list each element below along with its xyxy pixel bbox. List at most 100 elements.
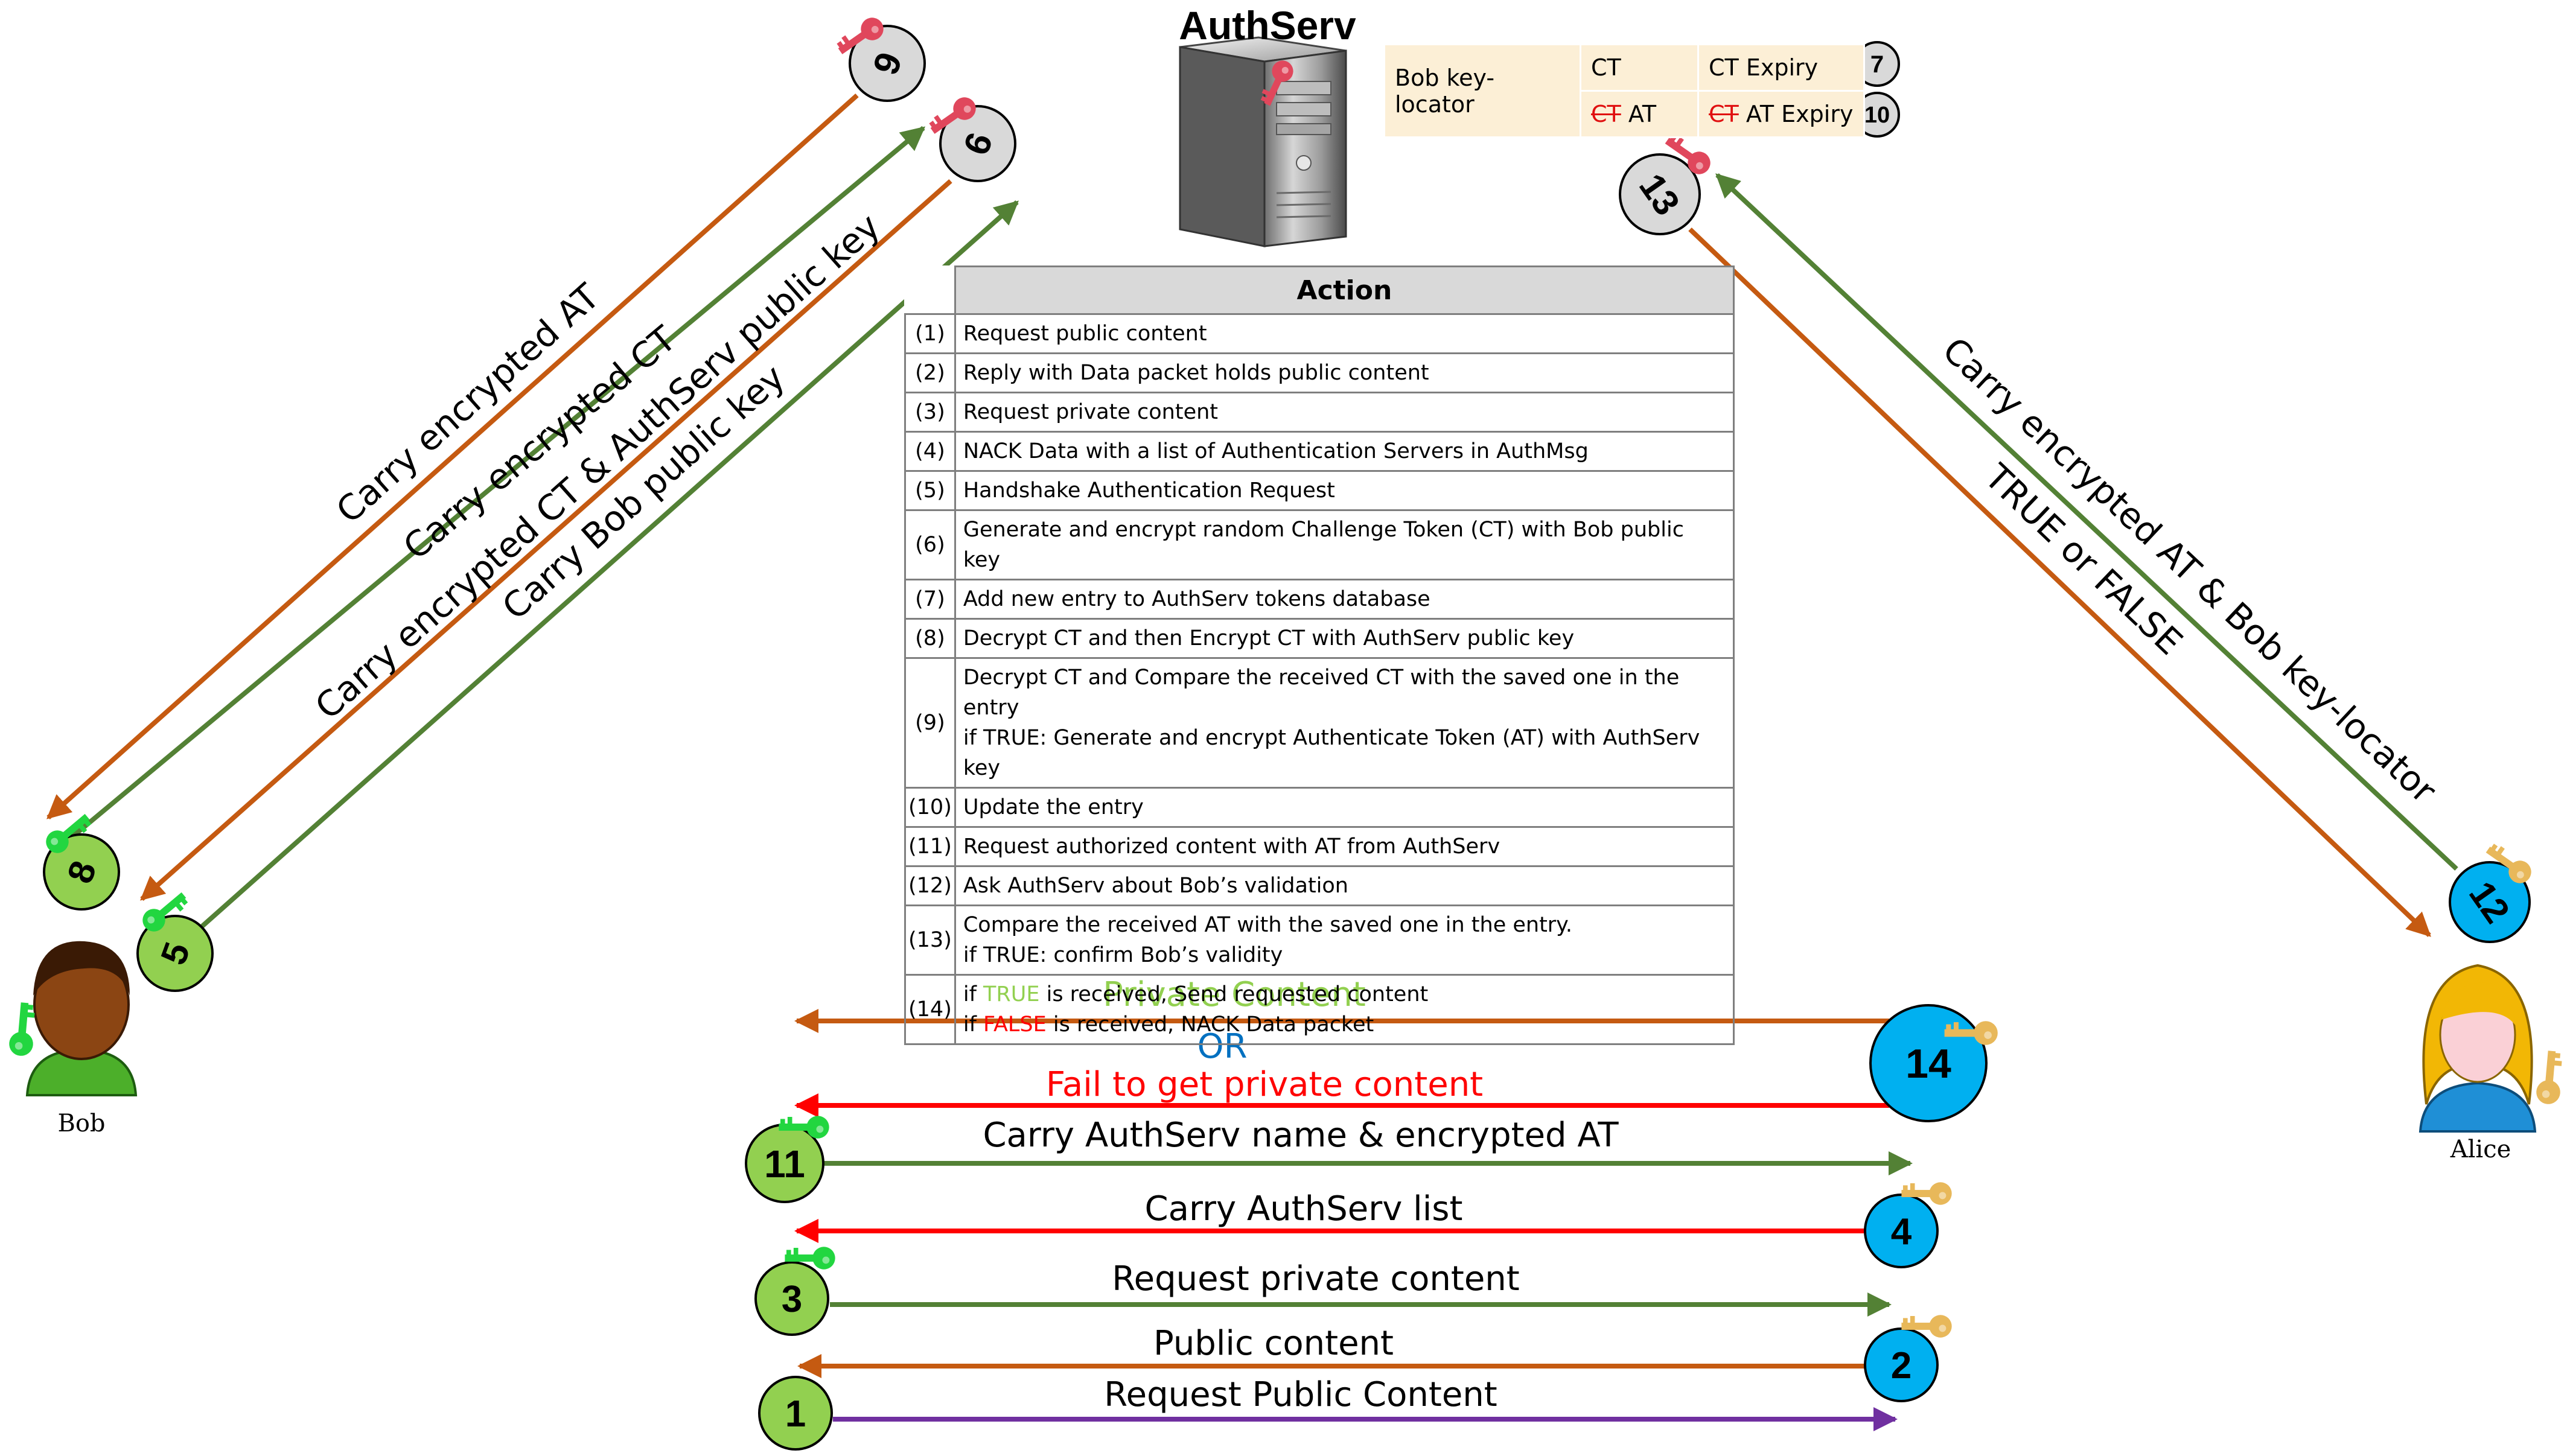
action-header: Action — [954, 265, 1735, 315]
action-text2-b: is received, NACK Data packet — [1046, 1013, 1374, 1037]
action-number: (9) — [904, 657, 956, 789]
step-9: 9 — [834, 13, 926, 102]
action-number: (5) — [904, 470, 956, 511]
action-row-11: (11)Request authorized content with AT f… — [904, 826, 1735, 867]
action-number: (2) — [904, 352, 956, 393]
action-text-line2: if TRUE: confirm Bob’s validity — [963, 943, 1283, 967]
action-text-line1: Compare the received AT with the saved o… — [963, 913, 1573, 937]
action-row-8: (8)Decrypt CT and then Encrypt CT with A… — [904, 618, 1735, 659]
action-row-9: (9)Decrypt CT and Compare the received C… — [904, 657, 1735, 789]
action-number: (12) — [904, 865, 956, 906]
action-number: (10) — [904, 787, 956, 828]
label-carry-authserv-name: Carry AuthServ name & encrypted AT — [983, 1116, 1619, 1155]
alice-label: Alice — [2450, 1136, 2511, 1163]
action-row-14: (14) if TRUE is received, Send requested… — [904, 974, 1735, 1045]
action-text: Request private content — [954, 392, 1735, 433]
db-at-expiry-text: AT Expiry — [1746, 101, 1854, 127]
db-ct-struck: CT — [1591, 101, 1621, 127]
action-text: Request authorized content with AT from … — [954, 826, 1735, 867]
step-4: 4 — [1864, 1182, 1952, 1268]
step-13: 13 — [1619, 131, 1715, 235]
label-request-public: Request Public Content — [1104, 1375, 1497, 1414]
db-at: CT AT — [1580, 90, 1699, 138]
key-icon — [8, 1002, 37, 1057]
action-row-4: (4)NACK Data with a list of Authenticati… — [904, 431, 1735, 472]
action-text: Compare the received AT with the saved o… — [954, 904, 1735, 976]
action-text-b: is received, Send requested content — [1039, 982, 1429, 1006]
authserv-title: AuthServ — [1179, 3, 1356, 48]
action-number: (11) — [904, 826, 956, 867]
action-text: Decrypt CT and Compare the received CT w… — [954, 657, 1735, 789]
db-ct-expiry: CT Expiry — [1697, 43, 1865, 92]
action-text: if TRUE is received, Send requested cont… — [954, 974, 1735, 1045]
label-request-private: Request private content — [1112, 1259, 1519, 1299]
action-text: Generate and encrypt random Challenge To… — [954, 509, 1735, 580]
action-row-3: (3)Request private content — [904, 392, 1735, 433]
action-text-line1: if TRUE is received, Send requested cont… — [963, 979, 1726, 1009]
db-ct-struck-2: CT — [1709, 101, 1739, 127]
db-key-locator: Bob key-locator — [1383, 43, 1581, 138]
step-3: 3 — [754, 1247, 835, 1336]
action-text: NACK Data with a list of Authentication … — [954, 431, 1735, 472]
action-text: Handshake Authentication Request — [954, 470, 1735, 511]
svg-text:10: 10 — [1864, 103, 1890, 128]
arrow-step-6 — [140, 179, 952, 901]
action-text-line1: Decrypt CT and Compare the received CT w… — [963, 666, 1680, 720]
arrow-step-8 — [65, 126, 926, 844]
action-text: Ask AuthServ about Bob’s validation — [954, 865, 1735, 906]
bob-label: Bob — [57, 1110, 105, 1137]
action-number: (14) — [904, 974, 956, 1045]
action-header-blank — [904, 265, 956, 315]
step-14: 14 — [1869, 1004, 1998, 1122]
label-carry-authserv-list: Carry AuthServ list — [1145, 1189, 1463, 1229]
action-number: (8) — [904, 618, 956, 659]
key-icon — [2535, 1050, 2564, 1105]
arrow-step-13 — [1688, 227, 2431, 937]
bob-avatar — [8, 941, 138, 1096]
step-11: 11 — [745, 1116, 829, 1203]
label-public-content: Public content — [1153, 1324, 1394, 1363]
action-text: Add new entry to AuthServ tokens databas… — [954, 579, 1735, 620]
action-number: (3) — [904, 392, 956, 433]
step-7: 7 — [1854, 41, 1900, 87]
action-row-10: (10)Update the entry — [904, 787, 1735, 828]
arrow-step-12 — [1715, 173, 2458, 871]
step-10: 10 — [1854, 92, 1900, 138]
alice-avatar — [2419, 964, 2564, 1133]
svg-text:14: 14 — [1905, 1041, 1951, 1087]
step-2: 2 — [1864, 1315, 1952, 1402]
step-5: 5 — [136, 886, 214, 992]
label-carry-at-keylocator: Carry encrypted AT & Bob key-locator — [1934, 329, 2444, 812]
step-6: 6 — [926, 92, 1016, 182]
false-word: FALSE — [983, 1013, 1047, 1037]
action-number: (1) — [904, 313, 956, 354]
svg-text:4: 4 — [1891, 1211, 1912, 1253]
action-text-a: if — [963, 982, 984, 1006]
true-word: TRUE — [983, 982, 1040, 1006]
action-text: Request public content — [954, 313, 1735, 354]
db-at-text: AT — [1628, 101, 1657, 127]
svg-text:3: 3 — [782, 1279, 802, 1320]
svg-text:2: 2 — [1891, 1345, 1912, 1387]
arrow-step-9 — [46, 94, 859, 819]
arrow-step-5 — [200, 200, 1019, 928]
action-row-7: (7)Add new entry to AuthServ tokens data… — [904, 579, 1735, 620]
server-icon — [1179, 36, 1347, 247]
step-1: 1 — [758, 1376, 833, 1451]
db-at-expiry: CT AT Expiry — [1697, 90, 1865, 138]
action-text: Reply with Data packet holds public cont… — [954, 352, 1735, 393]
action-row-1: (1)Request public content — [904, 313, 1735, 354]
svg-text:1: 1 — [785, 1393, 806, 1435]
step-8: 8 — [41, 808, 120, 911]
tokens-database: Bob key-locator CT CT Expiry CT AT CT AT… — [1383, 43, 1865, 138]
svg-text:11: 11 — [764, 1142, 805, 1186]
action-row-12: (12)Ask AuthServ about Bob’s validation — [904, 865, 1735, 906]
action-text-line2: if TRUE: Generate and encrypt Authentica… — [963, 726, 1700, 780]
action-text-line2: if FALSE is received, NACK Data packet — [963, 1009, 1726, 1040]
db-ct: CT — [1580, 43, 1699, 92]
action-text2-a: if — [963, 1013, 984, 1037]
action-table: Action (1)Request public content (2)Repl… — [904, 265, 1735, 1045]
action-number: (6) — [904, 509, 956, 580]
action-row-6: (6)Generate and encrypt random Challenge… — [904, 509, 1735, 580]
